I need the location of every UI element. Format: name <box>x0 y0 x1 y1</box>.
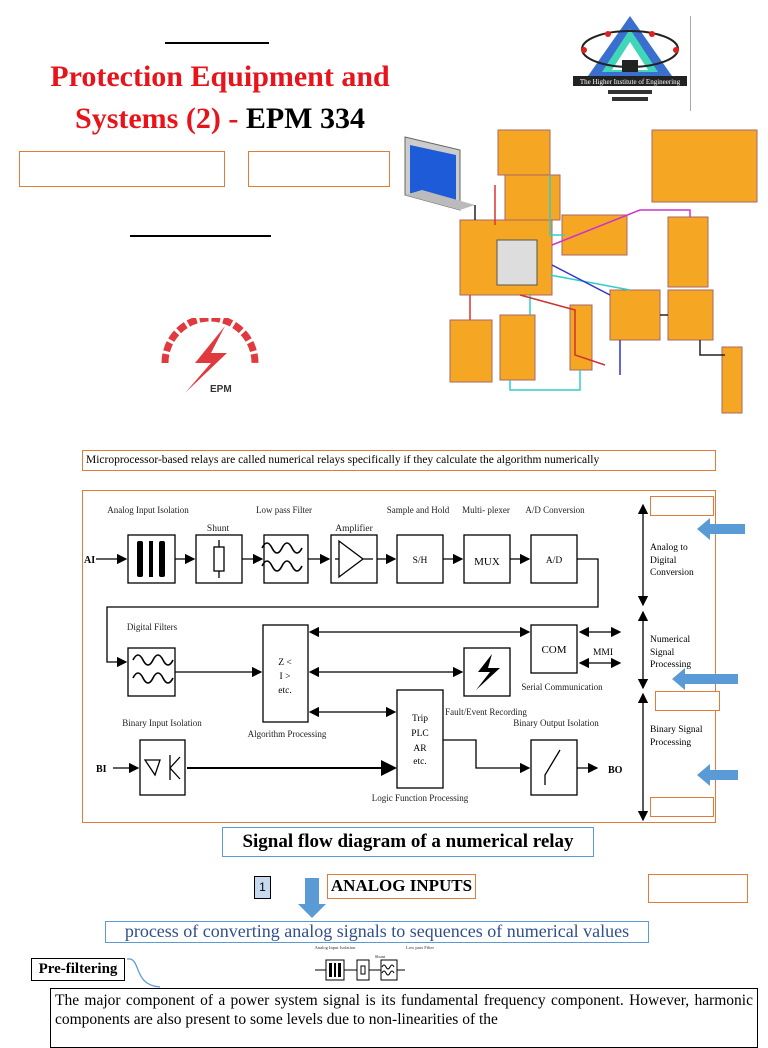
intro-sentence: Microprocessor-based relays are called n… <box>82 450 716 471</box>
label-fault-event: Fault/Event Recording <box>445 707 527 717</box>
ai-label: AI <box>84 555 95 566</box>
mini-diagram: Analog Input Isolation Shunt Low pass Fi… <box>315 945 434 981</box>
label-low-pass-filter: Low pass Filter <box>256 505 312 515</box>
sh-box-label: S/H <box>413 556 428 566</box>
ad-box-label: A/D <box>546 556 563 566</box>
blank-field-6 <box>648 874 748 903</box>
mini-label: Analog Input Isolation <box>315 945 356 950</box>
label-shunt: Shunt <box>207 524 230 534</box>
header-rule-bottom <box>130 235 271 237</box>
blank-field-3 <box>650 496 714 516</box>
header-rule-top <box>165 42 269 44</box>
stage-numerical-processing: Numerical Signal Processing <box>650 635 692 670</box>
title-course-name: Systems (2) - <box>75 102 246 135</box>
title-line-2: Systems (2) - EPM 334 <box>0 98 440 140</box>
blank-field-2 <box>248 151 390 187</box>
arrow-left-icon <box>672 668 738 690</box>
arrow-left-icon <box>697 764 738 786</box>
label-sample-hold: Sample and Hold <box>387 505 450 515</box>
label-ad-conversion: A/D Conversion <box>525 505 585 515</box>
com-box-label: COM <box>541 644 566 656</box>
algorithm-box-line: etc. <box>278 686 291 696</box>
course-code: EPM 334 <box>245 102 365 135</box>
label-logic-function: Logic Function Processing <box>372 793 469 803</box>
mux-box-label: MUX <box>474 556 500 568</box>
diagram-caption: Signal flow diagram of a numerical relay <box>222 827 594 857</box>
label-binary-output-isolation: Binary Output Isolation <box>513 718 599 728</box>
stage-analog-to-digital: Analog to Digital Conversion <box>650 543 694 578</box>
laptop-icon <box>404 136 475 211</box>
label-binary-input-isolation: Binary Input Isolation <box>122 718 202 728</box>
section-number-badge: 1 <box>254 876 271 899</box>
mmi-label: MMI <box>593 648 613 658</box>
algorithm-box-line: I > <box>280 672 291 682</box>
logo-divider <box>690 16 691 111</box>
page-title: Protection Equipment and Systems (2) - E… <box>0 56 440 140</box>
pointer-arrows <box>298 518 745 918</box>
arrow-down-icon <box>298 878 326 918</box>
trip-box-line: PLC <box>411 729 428 739</box>
prefiltering-label: Pre-filtering <box>31 958 125 981</box>
definition-text: process of converting analog signals to … <box>105 921 649 943</box>
blank-field-4 <box>655 691 720 711</box>
lab-equipment-image <box>404 129 758 414</box>
stage-binary-processing: Binary Signal Processing <box>650 725 703 748</box>
blank-field-5 <box>650 797 714 817</box>
algorithm-box-line: Z < <box>278 658 292 668</box>
section-heading: ANALOG INPUTS <box>327 874 476 899</box>
trip-box-line: AR <box>413 744 427 754</box>
institute-logo-text: The Higher Institute of Engineering <box>580 78 681 86</box>
blank-field-1 <box>19 151 225 187</box>
mini-label: Low pass Filter <box>406 945 434 950</box>
bo-label: BO <box>608 765 623 776</box>
epm-logo-text: EPM <box>210 384 232 395</box>
trip-box-line: etc. <box>413 757 426 767</box>
trip-box-line: Trip <box>412 714 428 724</box>
label-amplifier: Amplifier <box>335 523 373 534</box>
epm-logo: EPM <box>161 318 259 395</box>
label-algorithm-processing: Algorithm Processing <box>248 729 327 739</box>
label-digital-filters: Digital Filters <box>127 622 178 632</box>
arrow-left-icon <box>697 518 745 540</box>
label-analog-input-isolation: Analog Input Isolation <box>107 505 189 515</box>
title-line-1: Protection Equipment and <box>50 60 390 93</box>
institute-logo: The Higher Institute of Engineering <box>573 16 687 101</box>
connector-curve <box>126 958 161 988</box>
prefiltering-paragraph: The major component of a power system si… <box>50 988 758 1048</box>
signal-flow-diagram: Analog Input Isolation Shunt Low pass Fi… <box>84 503 745 918</box>
mini-label: Shunt <box>375 954 386 959</box>
bi-label: BI <box>96 764 107 775</box>
label-serial-communication: Serial Communication <box>521 682 603 692</box>
label-multiplexer: Multi- plexer <box>462 505 510 515</box>
